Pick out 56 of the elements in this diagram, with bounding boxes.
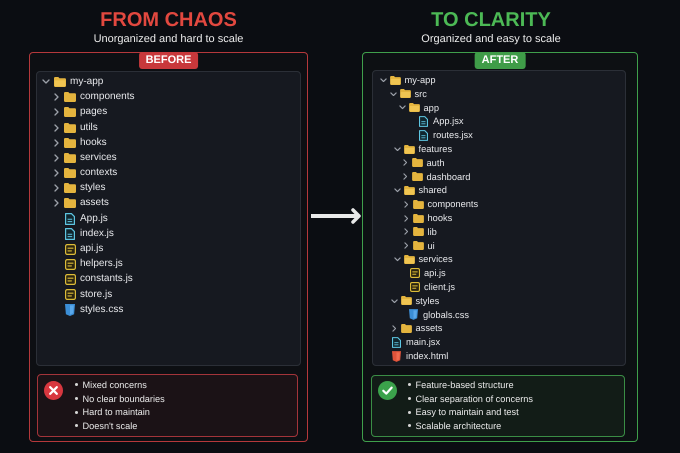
file-name: App.js bbox=[80, 212, 108, 225]
file-name: helpers.js bbox=[80, 258, 123, 270]
folder-name: services bbox=[80, 152, 117, 164]
list-item-text: Doesn't scale bbox=[82, 420, 138, 432]
folder-name: styles bbox=[416, 294, 440, 307]
summary-box bbox=[371, 375, 625, 437]
folder-name: hooks bbox=[80, 136, 107, 149]
folder-name: utils bbox=[80, 122, 98, 134]
folder-name: src bbox=[414, 88, 427, 100]
panel-title: FROM CHAOS bbox=[100, 8, 237, 32]
folder-name: shared bbox=[418, 184, 447, 196]
panel-subtitle: Unorganized and hard to scale bbox=[94, 32, 244, 46]
folder-name: components bbox=[428, 198, 478, 210]
folder-name: ui bbox=[428, 240, 435, 252]
list-item-text: Feature-based structure bbox=[416, 378, 514, 391]
folder-name: app bbox=[424, 102, 440, 114]
file-name: main.jsx bbox=[406, 336, 440, 348]
summary-box bbox=[37, 374, 298, 437]
list-item-text: Clear separation of concerns bbox=[416, 392, 533, 405]
file-name: api.js bbox=[80, 243, 104, 256]
folder-name: assets bbox=[80, 197, 109, 210]
folder-name: my-app bbox=[70, 76, 104, 88]
file-tree-panel bbox=[36, 71, 301, 366]
folder-name: styles bbox=[80, 182, 106, 194]
panel-subtitle: Organized and easy to scale bbox=[421, 32, 561, 46]
folder-name: contexts bbox=[80, 167, 118, 180]
file-name: api.js bbox=[424, 267, 446, 280]
folder-name: hooks bbox=[428, 212, 452, 224]
file-name: client.js bbox=[424, 281, 456, 294]
list-item-text: Scalable architecture bbox=[416, 420, 502, 432]
section-badge: AFTER bbox=[474, 52, 526, 69]
file-name: globals.css bbox=[423, 308, 469, 321]
arrow bbox=[311, 208, 361, 224]
file-name: index.js bbox=[80, 228, 114, 240]
folder-name: lib bbox=[428, 226, 437, 238]
list-item-text: Mixed concerns bbox=[82, 378, 147, 391]
folder-name: components bbox=[80, 91, 134, 104]
file-name: routes.jsx bbox=[433, 129, 473, 142]
folder-name: my-app bbox=[404, 74, 436, 86]
folder-name: pages bbox=[80, 106, 108, 118]
folder-name: auth bbox=[426, 156, 445, 169]
file-name: constants.js bbox=[80, 273, 133, 286]
folder-name: features bbox=[418, 143, 452, 156]
file-name: store.js bbox=[80, 288, 112, 301]
file-name: styles.css bbox=[80, 304, 124, 316]
folder-name: services bbox=[418, 253, 453, 266]
list-item-text: Easy to maintain and test bbox=[416, 406, 519, 418]
folder-name: assets bbox=[416, 322, 442, 334]
file-tree-panel bbox=[372, 70, 626, 366]
section-badge: BEFORE bbox=[138, 52, 198, 69]
panel-title: TO CLARITY bbox=[431, 8, 551, 32]
file-name: App.jsx bbox=[433, 115, 464, 128]
folder-name: dashboard bbox=[426, 170, 470, 183]
list-item-text: No clear boundaries bbox=[82, 392, 165, 405]
list-item-text: Hard to maintain bbox=[82, 406, 150, 418]
file-name: index.html bbox=[406, 350, 448, 362]
